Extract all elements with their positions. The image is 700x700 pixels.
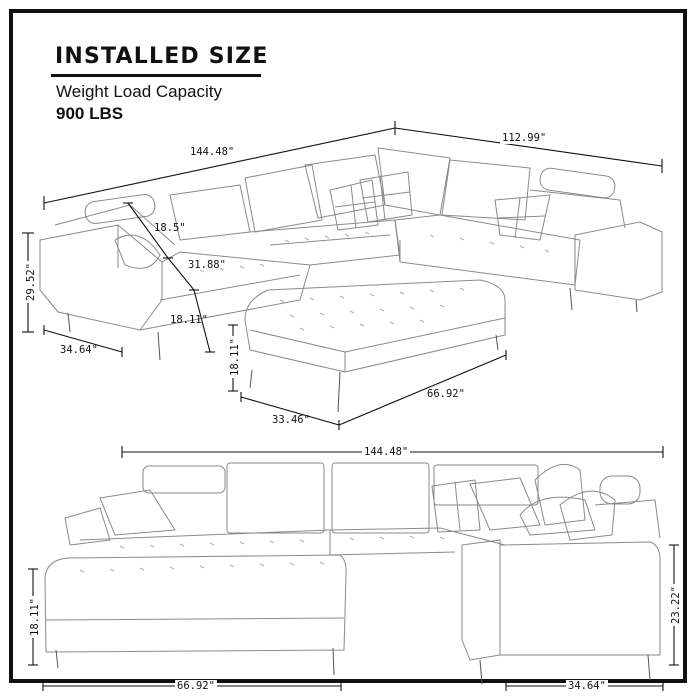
page-title: INSTALLED SIZE <box>55 44 269 69</box>
dim-seat-depth: 31.88" <box>188 259 226 271</box>
dim-ottoman-length-top: 66.92" <box>427 388 465 400</box>
title-underline <box>51 74 261 77</box>
dim-top-overall-right: 112.99" <box>500 132 549 144</box>
dim-front-overall: 144.48" <box>362 446 411 458</box>
dim-front-ottoman-height: 18.11" <box>28 596 41 638</box>
diagram-frame <box>9 9 687 683</box>
dim-back-cushion-height: 18.5" <box>154 222 186 234</box>
weight-capacity-label: Weight Load Capacity <box>56 82 223 101</box>
dim-ottoman-height-top: 18.11" <box>228 336 241 378</box>
weight-capacity-value: 900 LBS <box>56 104 124 123</box>
dim-total-height: 29.52" <box>24 261 37 303</box>
dim-chaise-width: 34.64" <box>566 680 608 692</box>
dim-ottoman-width: 33.46" <box>272 414 310 426</box>
dim-top-overall-left: 144.48" <box>188 146 237 158</box>
dim-chaise-height: 23.22" <box>669 584 682 626</box>
dim-front-ottoman-length: 66.92" <box>175 680 217 692</box>
dim-arm-width: 34.64" <box>60 344 98 356</box>
dim-seat-height: 18.11" <box>170 314 208 326</box>
